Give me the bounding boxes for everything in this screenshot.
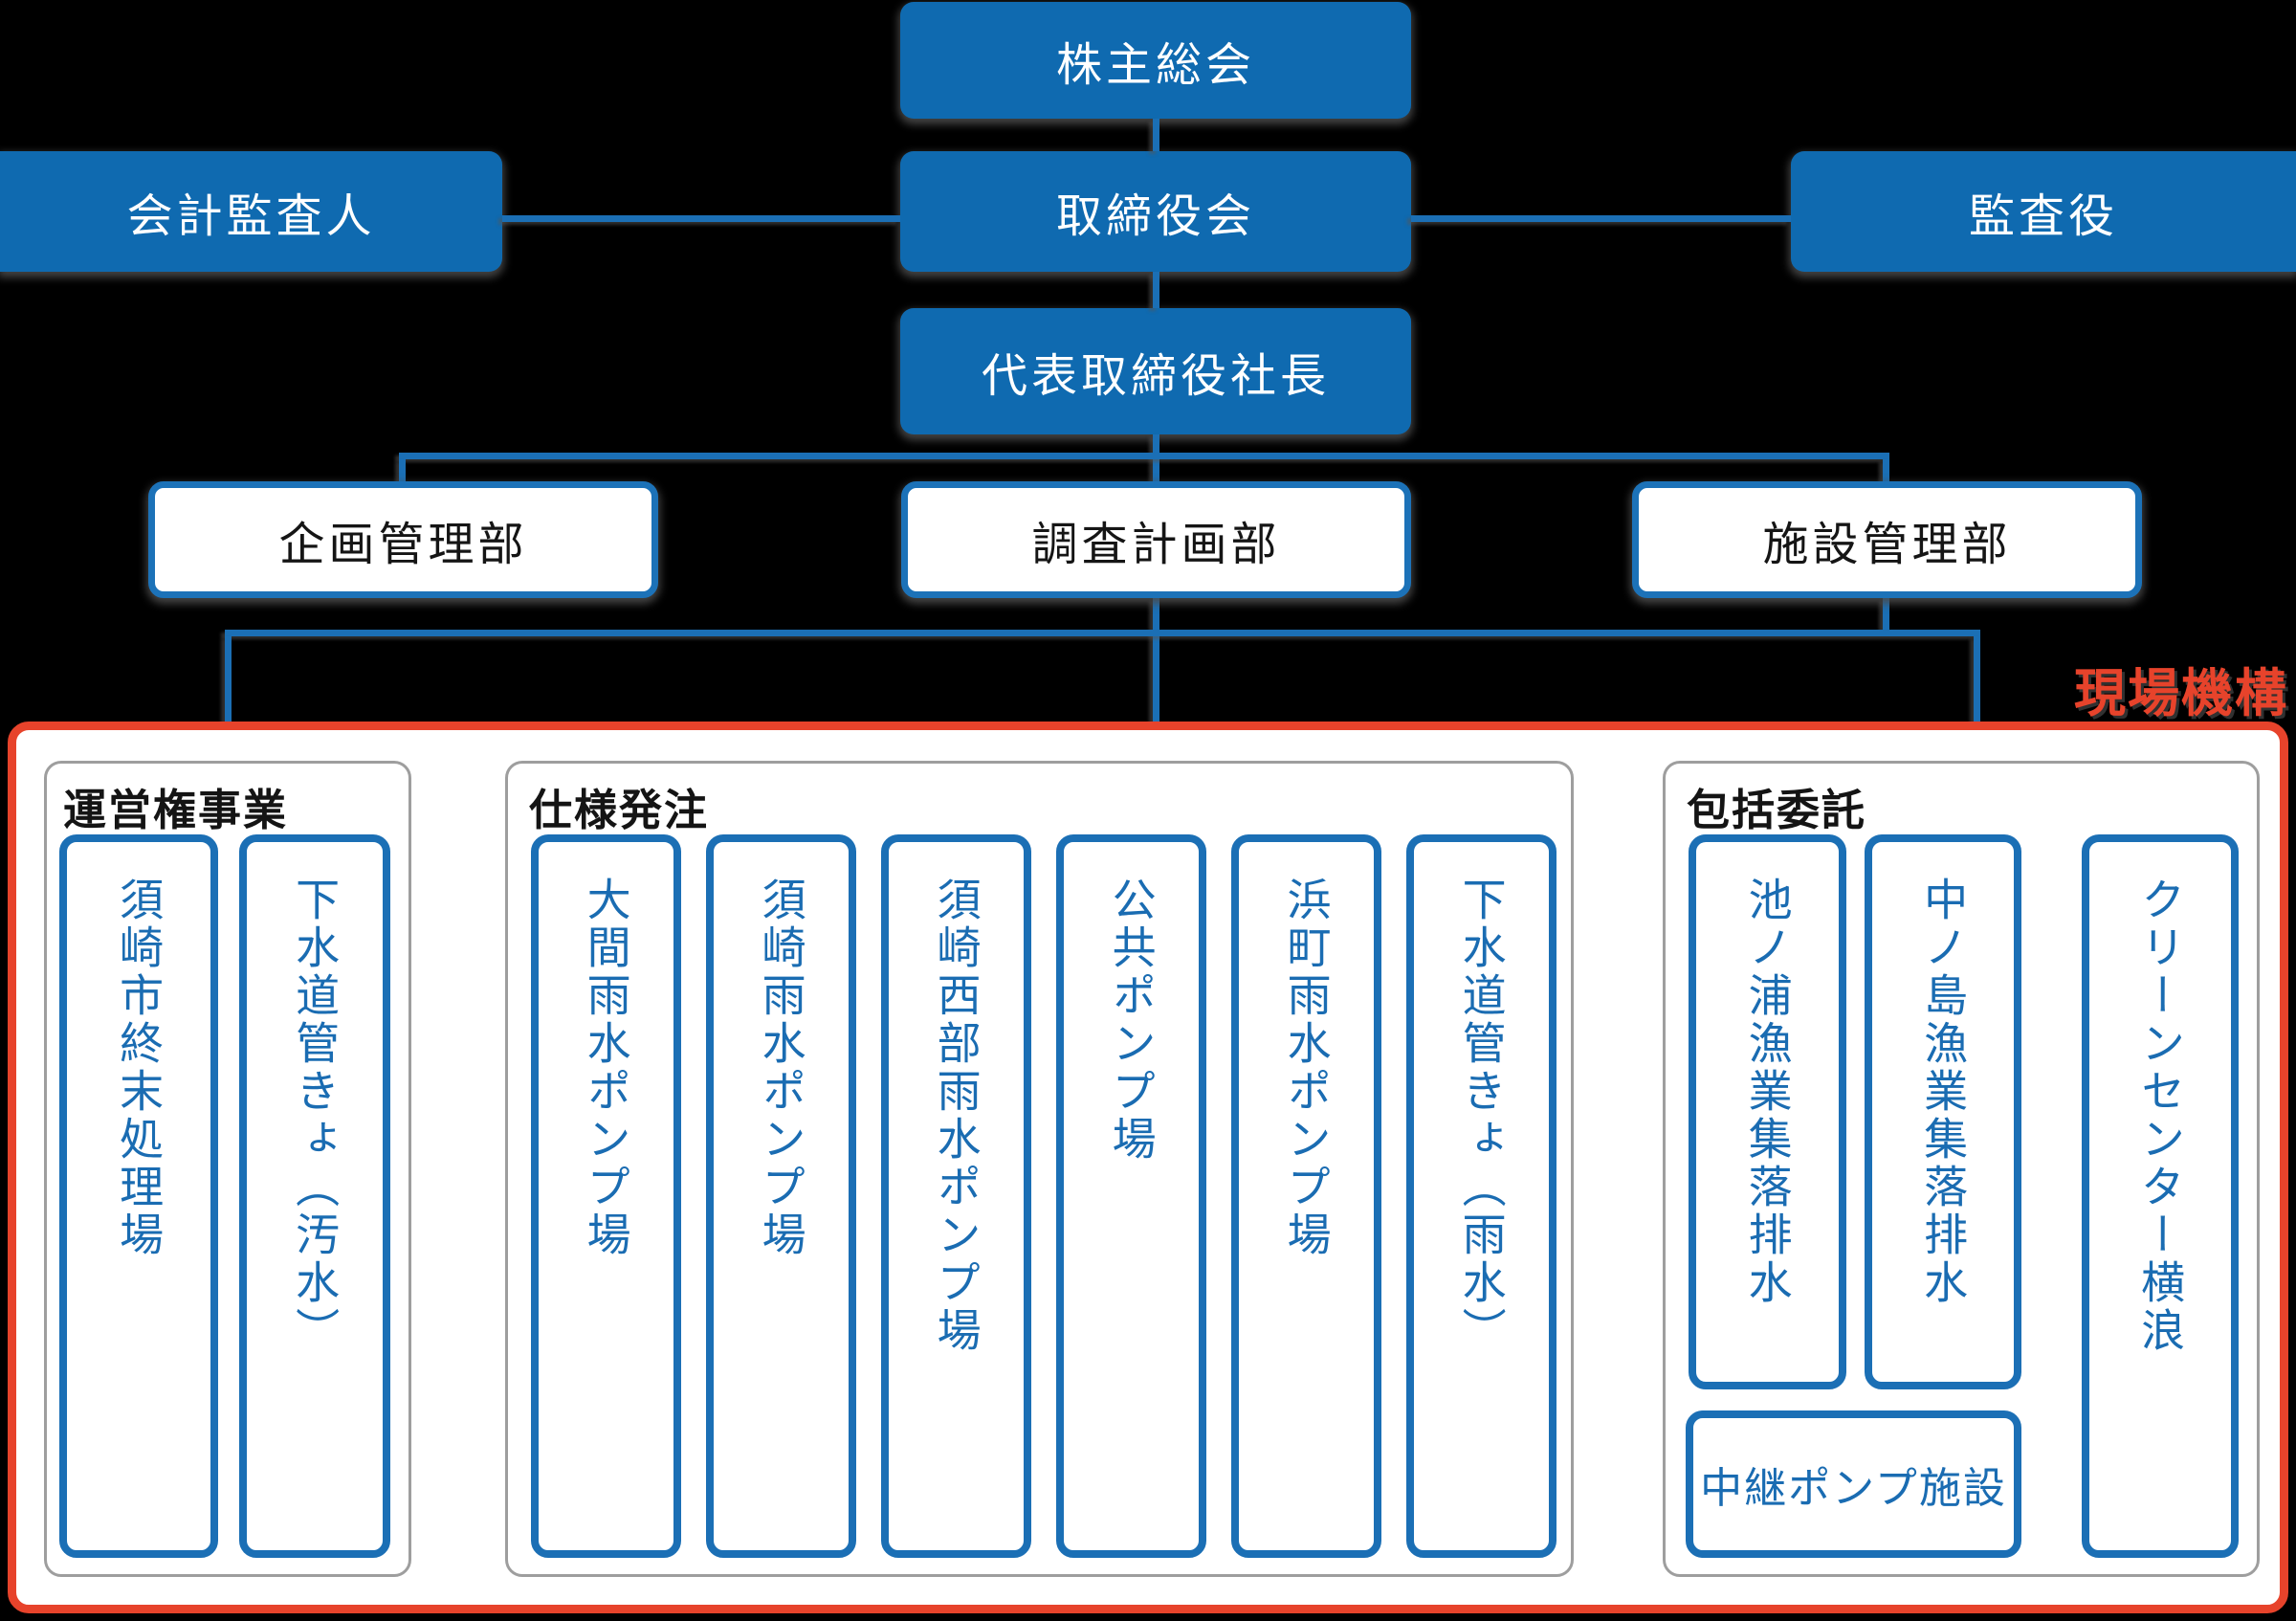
field-organization-caption: 現場機構 (2074, 663, 2288, 723)
dept-facility-management-box: 施設管理部 (1632, 481, 2142, 598)
dept-research-planning-box: 調査計画部 (901, 481, 1411, 598)
facility-relay-pump-station: 中継ポンプ施設 (1686, 1410, 2021, 1558)
connector-board-president (1153, 272, 1159, 308)
connector-research-to-fieldzone (1153, 598, 1159, 722)
facility-susaki-stormwater-pump: 須崎雨水ポンプ場 (706, 834, 856, 1558)
corporate-auditor-box: 監査役 (1791, 151, 2296, 272)
president-box: 代表取締役社長 (900, 308, 1411, 434)
group-entrustment-label: 包括委託 (1687, 785, 1867, 835)
facility-sewer-pipes-sewage: 下水道管きょ（汚水） (239, 834, 390, 1558)
connector-shareholders-board (1153, 119, 1159, 151)
field-branch-line (225, 630, 1980, 636)
dept-planning-management-box: 企画管理部 (148, 481, 658, 598)
facility-ikenoura-fishing-drainage: 池ノ浦漁業集落排水 (1689, 834, 1846, 1389)
facility-susaki-west-stormwater-pump: 須崎西部雨水ポンプ場 (881, 834, 1031, 1558)
facility-susaki-treatment-plant: 須崎市終末処理場 (59, 834, 218, 1558)
facility-clean-center-yokonami: クリーンセンター横浪 (2082, 834, 2239, 1558)
accounting-auditor-box: 会計監査人 (0, 151, 502, 272)
facility-sewer-pipes-stormwater: 下水道管きょ（雨水） (1406, 834, 1556, 1558)
connector-acct-auditor-board (502, 215, 900, 222)
connector-facility-to-branch (1883, 598, 1889, 630)
dept-branch-line (399, 453, 1889, 459)
board-of-directors-box: 取締役会 (900, 151, 1411, 272)
shareholders-meeting-box: 株主総会 (900, 2, 1411, 119)
connector-board-auditor (1411, 215, 1791, 222)
group-concession-label: 運営権事業 (63, 785, 289, 835)
drop-to-planning-dept (399, 459, 406, 481)
group-specification-label: 仕様発注 (529, 785, 710, 835)
drop-to-group-concession (225, 636, 232, 722)
facility-hamacho-stormwater-pump: 浜町雨水ポンプ場 (1231, 834, 1381, 1558)
facility-nakanoshima-fishing-drainage: 中ノ島漁業集落排水 (1865, 834, 2021, 1389)
drop-to-facility-dept (1883, 459, 1889, 481)
facility-public-pump-station: 公共ポンプ場 (1056, 834, 1206, 1558)
drop-to-group-entrustment (1974, 636, 1980, 722)
group-specification-container (505, 761, 1574, 1577)
facility-oma-stormwater-pump: 大間雨水ポンプ場 (531, 834, 681, 1558)
